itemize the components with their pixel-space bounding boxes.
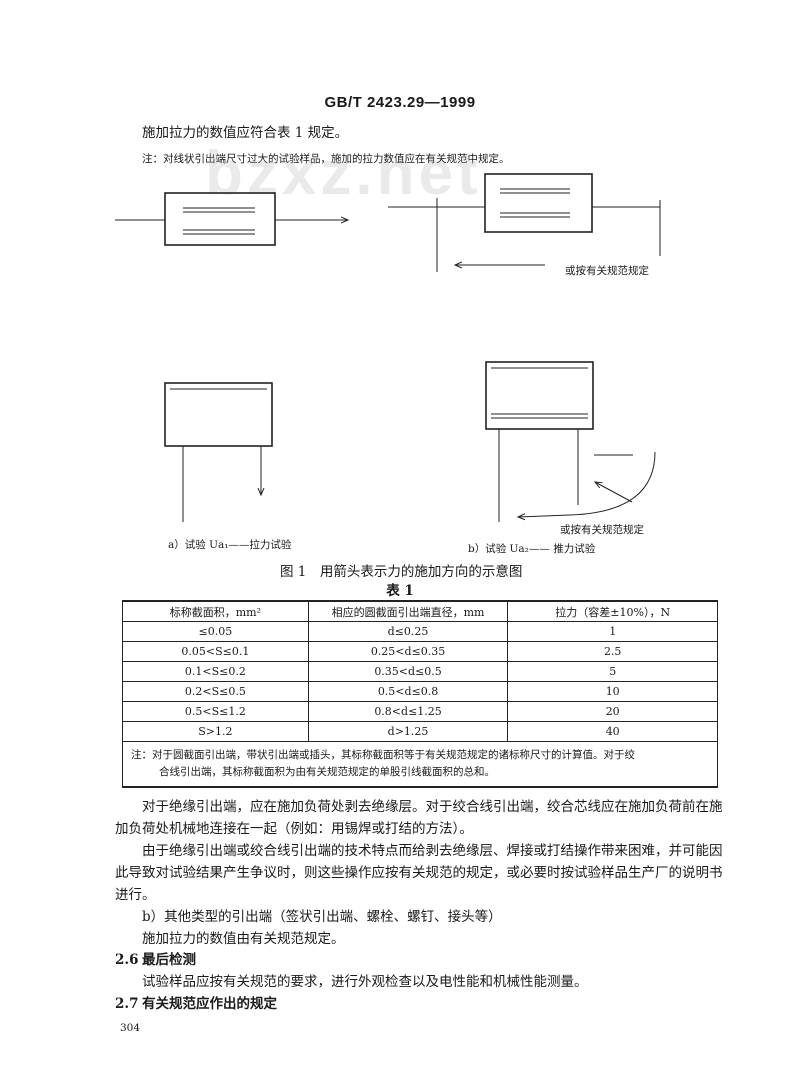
table-cell: 40 bbox=[507, 721, 718, 742]
table-1: 标称截面积，mm² 相应的圆截面引出端直径，mm 拉力（容差±10%），N ≤0… bbox=[122, 600, 718, 788]
table-note-row: 注：对于圆截面引出端，带状引出端或插头，其标称截面积等于有关规范规定的诸标称尺寸… bbox=[122, 741, 718, 788]
table-cell: 1 bbox=[507, 621, 718, 642]
table-row: ≤0.05 d≤0.25 1 bbox=[122, 621, 718, 642]
table-cell: 0.8<d≤1.25 bbox=[307, 701, 509, 722]
table-note: 注：对于圆截面引出端，带状引出端或插头，其标称截面积等于有关规范规定的诸标称尺寸… bbox=[122, 741, 718, 788]
standard-header: GB/T 2423.29—1999 bbox=[324, 94, 476, 111]
table-cell: d>1.25 bbox=[307, 721, 509, 742]
table-cell: 0.5<d≤0.8 bbox=[307, 681, 509, 702]
figure-caption-a: a）试验 Ua₁——拉力试验 bbox=[168, 539, 292, 551]
table-cell: 2.5 bbox=[507, 641, 718, 662]
body-paragraph-3: b）其他类型的引出端（签状引出端、螺栓、螺钉、接头等） bbox=[142, 909, 502, 925]
body-paragraph-4: 施加拉力的数值由有关规范规定。 bbox=[142, 931, 345, 947]
watermark-text: bzxz.net bbox=[205, 139, 482, 208]
table-cell: 0.1<S≤0.2 bbox=[122, 661, 309, 682]
table-row: 0.05<S≤0.1 0.25<d≤0.35 2.5 bbox=[122, 641, 718, 662]
body-paragraph-2-line-1: 由于绝缘引出端或绞合线引出端的技术特点而给剥去绝缘层、焊接或打结操作带来困难，并… bbox=[142, 843, 723, 859]
table-title: 表 1 bbox=[386, 583, 414, 599]
section-2-7-number: 2.7 bbox=[115, 996, 139, 1012]
page-number: 304 bbox=[120, 1022, 141, 1034]
body-paragraph-2-line-2: 此导致对试验结果产生争议时，则这些操作应按有关规范的规定，或必要时按试验样品生产… bbox=[115, 865, 723, 881]
figure-caption-b: b）试验 Ua₂—— 推力试验 bbox=[468, 543, 596, 555]
figure-title: 图 1 用箭头表示力的施加方向的示意图 bbox=[280, 564, 523, 580]
body-paragraph-2-line-3: 进行。 bbox=[115, 887, 156, 903]
table-row: S>1.2 d>1.25 40 bbox=[122, 721, 718, 742]
table-row: 0.2<S≤0.5 0.5<d≤0.8 10 bbox=[122, 681, 718, 702]
intro-line: 施加拉力的数值应符合表 1 规定。 bbox=[142, 125, 349, 141]
table-cell: 5 bbox=[507, 661, 718, 682]
component-bottom-left bbox=[164, 382, 273, 522]
body-paragraph-1-line-1: 对于绝缘引出端，应在施加负荷处剥去绝缘层。对于绞合线引出端，绞合芯线应在施加负荷… bbox=[142, 799, 723, 815]
intro-note: 注：对线状引出端尺寸过大的试验样品，施加的拉力数值应在有关规范中规定。 bbox=[142, 153, 510, 165]
table-cell: S>1.2 bbox=[122, 721, 309, 742]
section-2-6-text: 试验样品应按有关规范的要求，进行外观检查以及电性能和机械性能测量。 bbox=[142, 974, 588, 990]
table-cell: 0.5<S≤1.2 bbox=[122, 701, 309, 722]
figure-label-top: 或按有关规范规定 bbox=[565, 265, 649, 277]
table-header-cell: 拉力（容差±10%），N bbox=[507, 600, 718, 622]
section-2-6-title: 最后检测 bbox=[142, 952, 196, 968]
table-cell: 20 bbox=[507, 701, 718, 722]
section-2-7-title: 有关规范应作出的规定 bbox=[142, 996, 277, 1012]
table-cell: d≤0.25 bbox=[307, 621, 509, 642]
figure-label-bottom: 或按有关规范规定 bbox=[560, 524, 644, 536]
table-cell: 10 bbox=[507, 681, 718, 702]
component-top-right bbox=[388, 173, 661, 272]
figure-1-diagram bbox=[115, 173, 661, 522]
table-header-cell: 标称截面积，mm² bbox=[122, 600, 309, 622]
table-cell: 0.2<S≤0.5 bbox=[122, 681, 309, 702]
table-cell: 0.25<d≤0.35 bbox=[307, 641, 509, 662]
table-note-line: 注：对于圆截面引出端，带状引出端或插头，其标称截面积等于有关规范规定的诸标称尺寸… bbox=[131, 749, 635, 761]
table-cell: 0.35<d≤0.5 bbox=[307, 661, 509, 682]
table-cell: ≤0.05 bbox=[122, 621, 309, 642]
table-header-cell: 相应的圆截面引出端直径，mm bbox=[307, 600, 509, 622]
body-paragraph-1-line-2: 加负荷处机械地连接在一起（例如：用锡焊或打结的方法）。 bbox=[115, 821, 473, 837]
table-row: 0.5<S≤1.2 0.8<d≤1.25 20 bbox=[122, 701, 718, 722]
table-header-row: 标称截面积，mm² 相应的圆截面引出端直径，mm 拉力（容差±10%），N bbox=[122, 600, 718, 622]
table-cell: 0.05<S≤0.1 bbox=[122, 641, 309, 662]
component-top-left bbox=[115, 192, 348, 246]
table-row: 0.1<S≤0.2 0.35<d≤0.5 5 bbox=[122, 661, 718, 682]
section-2-6-number: 2.6 bbox=[115, 952, 139, 968]
component-bottom-right bbox=[485, 361, 656, 522]
table-note-line: 合线引出端，其标称截面积为由有关规范规定的单股引线截面积的总和。 bbox=[159, 766, 495, 778]
